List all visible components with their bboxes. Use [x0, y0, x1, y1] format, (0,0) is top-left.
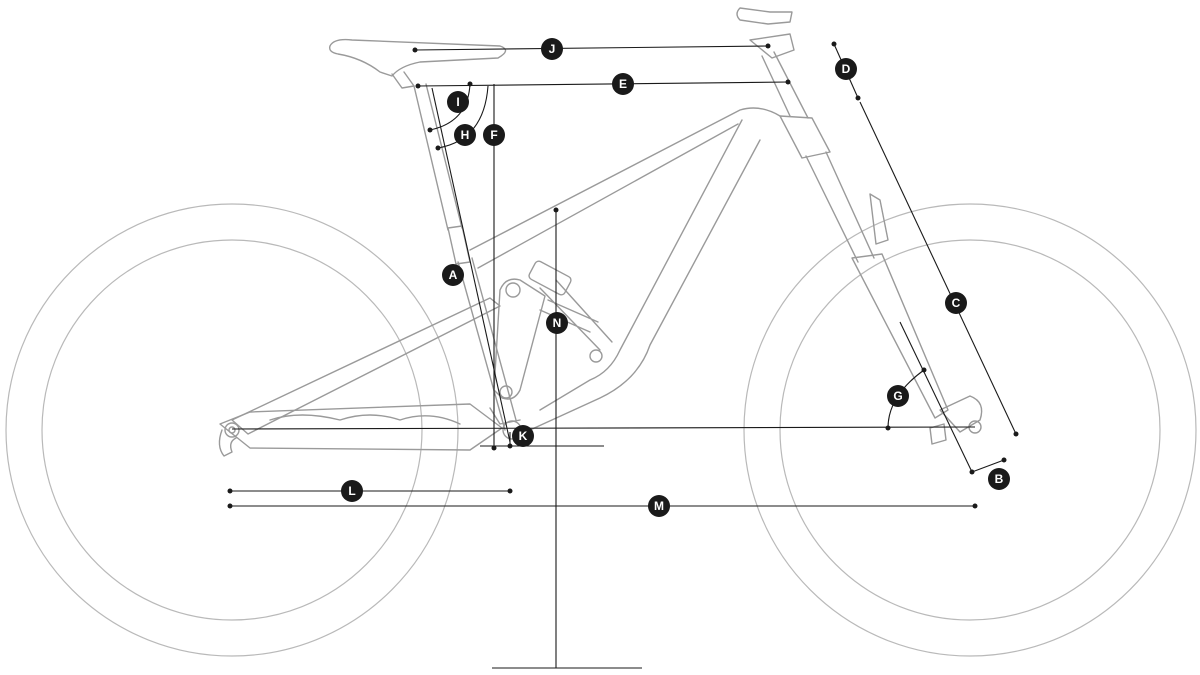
label-j: J	[541, 38, 563, 60]
label-a-text: A	[449, 268, 458, 282]
fork-stanchion	[805, 151, 875, 263]
rear-wheel	[5, 203, 459, 657]
down-tube	[529, 119, 761, 431]
label-k-text: K	[519, 429, 528, 443]
saddle	[328, 38, 507, 77]
label-l: L	[341, 480, 363, 502]
label-m-text: M	[654, 499, 664, 513]
label-n: N	[546, 312, 568, 334]
chain-guide	[489, 407, 521, 425]
label-n-text: N	[553, 316, 562, 330]
label-h: H	[454, 124, 476, 146]
label-c: C	[945, 292, 967, 314]
seat-stay	[231, 297, 501, 435]
label-h-text: H	[461, 128, 470, 142]
measurement-labels: J E D I H F A C	[341, 38, 1010, 517]
label-j-text: J	[549, 42, 556, 56]
label-g: G	[887, 385, 909, 407]
label-l-text: L	[348, 484, 355, 498]
label-m: M	[648, 495, 670, 517]
seatpost-clamp	[391, 71, 415, 89]
label-a: A	[442, 264, 464, 286]
head-tube	[779, 115, 831, 159]
rear-dropout	[218, 429, 237, 457]
label-c-text: C	[952, 296, 961, 310]
label-i: I	[447, 91, 469, 113]
front-wheel	[743, 203, 1197, 657]
brake-caliper-front	[929, 423, 947, 445]
rocker-link	[493, 278, 546, 400]
handlebar	[736, 7, 793, 25]
dimension-lines	[227, 41, 1019, 669]
steerer	[761, 51, 809, 119]
top-tube	[469, 107, 781, 269]
label-e: E	[612, 73, 634, 95]
bike-illustration	[5, 7, 1197, 657]
rear-shock	[528, 260, 613, 363]
fork-lower	[851, 193, 949, 419]
label-b-text: B	[995, 472, 1004, 486]
label-f-text: F	[490, 128, 497, 142]
stem	[749, 33, 795, 59]
fork-dropout	[939, 395, 983, 433]
label-k: K	[512, 425, 534, 447]
label-g-text: G	[893, 389, 902, 403]
seatpost	[413, 83, 463, 231]
label-i-text: I	[456, 95, 459, 109]
label-d-text: D	[842, 62, 851, 76]
label-e-text: E	[619, 77, 627, 91]
label-b: B	[988, 468, 1010, 490]
label-d: D	[835, 58, 857, 80]
label-f: F	[483, 124, 505, 146]
